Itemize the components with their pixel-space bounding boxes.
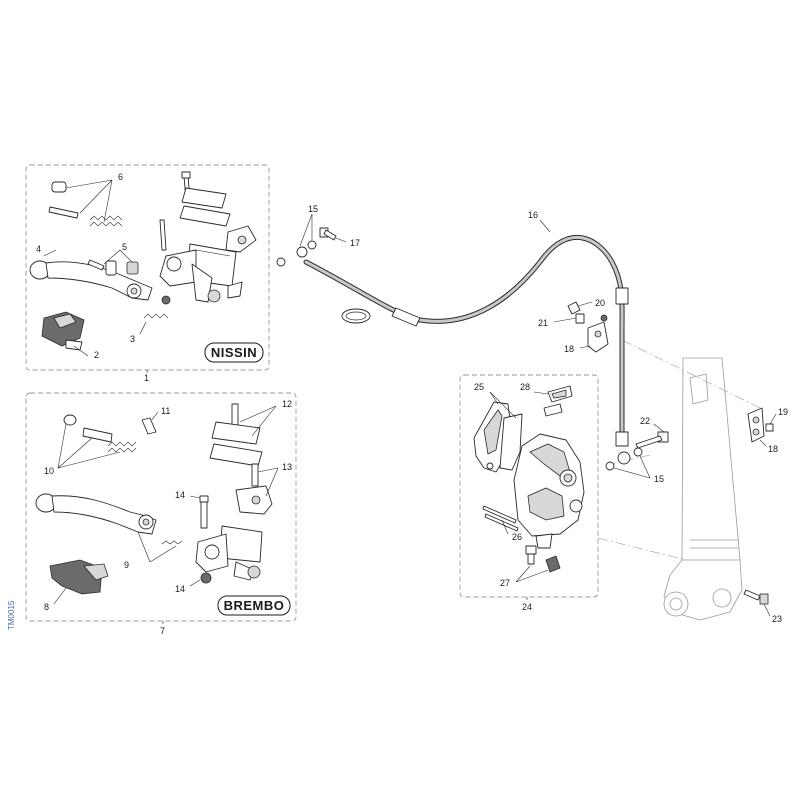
- callout-5: 5: [122, 242, 127, 252]
- nissin-group-box: [25, 164, 270, 371]
- nissin-brand-label: NISSIN: [204, 342, 264, 363]
- axis-line: [621, 339, 761, 409]
- part-4-brake-lever: 4: [29, 244, 153, 301]
- callout-4: 4: [36, 244, 41, 254]
- part-22-bolt: 22: [635, 416, 669, 449]
- part-28-pad-spring: 28: [520, 382, 573, 417]
- callout-27: 27: [500, 578, 510, 588]
- callout-17: 17: [350, 238, 360, 248]
- callout-26: 26: [512, 532, 522, 542]
- callout-14b: 14: [175, 584, 185, 594]
- callout-20: 20: [595, 298, 605, 308]
- callout-18a: 18: [564, 344, 574, 354]
- callout-15b: 15: [654, 474, 664, 484]
- svg-text:NISSIN: NISSIN: [211, 345, 257, 360]
- part-18-20-21-bracket: 18 20 21: [538, 298, 609, 354]
- callout-6: 6: [118, 172, 123, 182]
- callout-1: 1: [144, 373, 149, 383]
- part-18-19-fork-bracket: 19 18: [747, 407, 788, 454]
- callout-9: 9: [124, 560, 129, 570]
- callout-12: 12: [282, 399, 292, 409]
- part-26-pad-pins: 26: [482, 505, 522, 542]
- caliper-body: [513, 433, 585, 549]
- part-27-bleeder: 27: [500, 545, 561, 588]
- callout-10: 10: [44, 466, 54, 476]
- callout-13: 13: [282, 462, 292, 472]
- callout-19: 19: [778, 407, 788, 417]
- part-10-kit: 10: [44, 414, 137, 476]
- caliper-group-box: [459, 374, 599, 598]
- brembo-master-cylinder: 12 13 14 14: [175, 399, 292, 594]
- front-fork-leg-ghost: [663, 357, 743, 621]
- callout-8: 8: [44, 602, 49, 612]
- callout-15a: 15: [308, 204, 318, 214]
- part-9-brake-lever: 9: [35, 493, 183, 570]
- part-5-pivot-bolt: 5: [87, 242, 139, 276]
- callout-7: 7: [160, 626, 165, 636]
- callout-14a: 14: [175, 490, 185, 500]
- part-23-axle-bolt: 23: [743, 589, 782, 624]
- callout-18b: 18: [768, 444, 778, 454]
- part-16-brake-hose: 16: [303, 210, 629, 447]
- part-8-lever-cover: 8: [44, 559, 109, 612]
- callout-24: 24: [522, 602, 532, 612]
- callout-3: 3: [130, 334, 135, 344]
- brembo-brand-label: BREMBO: [217, 595, 291, 616]
- callout-16: 16: [528, 210, 538, 220]
- brembo-group-box: [25, 392, 297, 622]
- part-6-kit: 6: [48, 172, 123, 227]
- callout-25: 25: [474, 382, 484, 392]
- callout-2: 2: [94, 350, 99, 360]
- callout-21: 21: [538, 318, 548, 328]
- drawing-code: TM0015: [7, 600, 16, 630]
- axis-line: [597, 537, 687, 561]
- nissin-master-cylinder: [159, 171, 257, 305]
- callout-22: 22: [640, 416, 650, 426]
- banjo-bolt-upper: 15: [276, 204, 318, 267]
- part-25-brake-pad: 25: [473, 382, 523, 473]
- banjo-bolt-lower: 15: [605, 447, 664, 484]
- part-3-spring: 3: [130, 313, 169, 344]
- callout-28: 28: [520, 382, 530, 392]
- callout-23: 23: [772, 614, 782, 624]
- svg-text:BREMBO: BREMBO: [224, 598, 285, 613]
- part-2-lever-cover: 2: [41, 311, 99, 360]
- hose-clip: [341, 308, 371, 324]
- part-11-pin: 11: [141, 406, 170, 435]
- part-17-banjo-bolt: 17: [319, 227, 360, 248]
- callout-11: 11: [161, 406, 170, 416]
